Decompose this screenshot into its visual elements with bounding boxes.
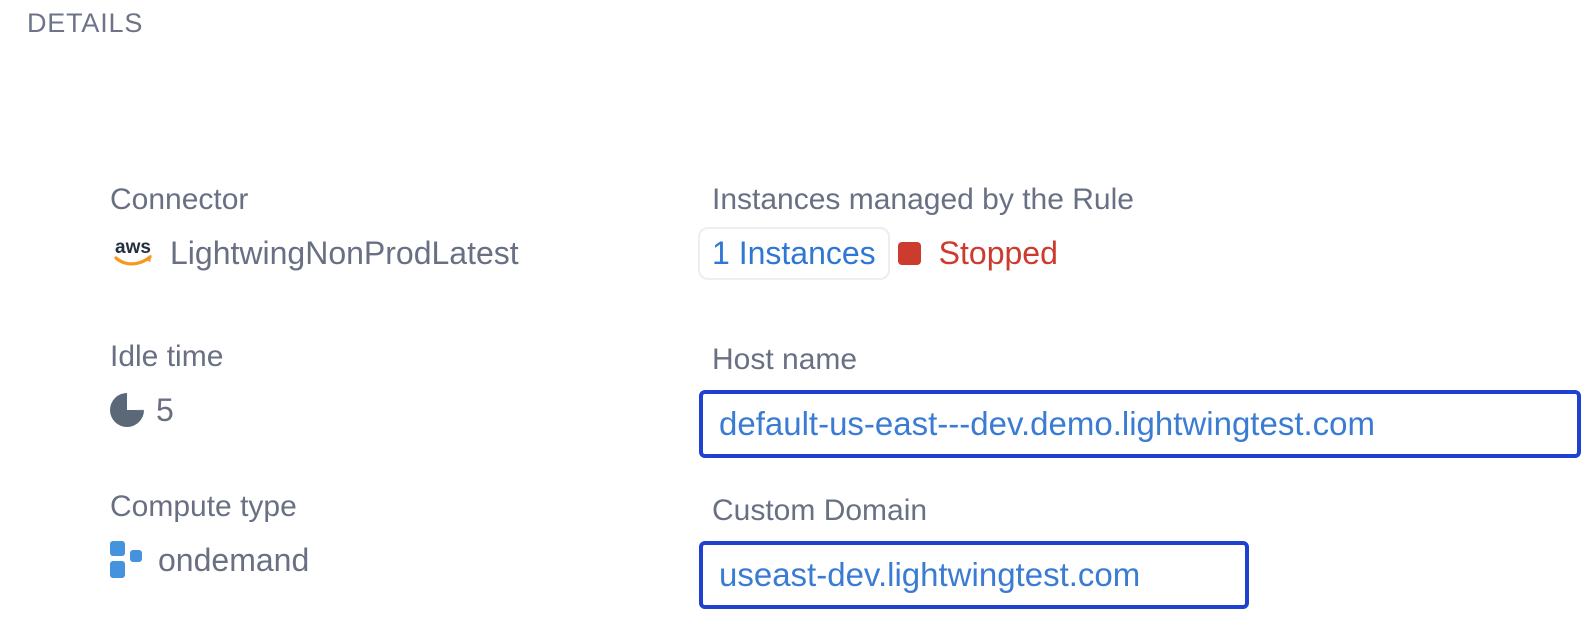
custom-domain-label: Custom Domain xyxy=(712,494,928,527)
idle-time-field: Idle time 5 xyxy=(110,340,223,430)
host-name-field: Host name default-us-east---dev.demo.lig… xyxy=(699,343,1581,458)
custom-domain-link[interactable]: useast-dev.lightwingtest.com xyxy=(699,541,1249,609)
section-title: DETAILS xyxy=(27,8,144,38)
instances-status: Stopped xyxy=(938,235,1058,271)
instances-field: Instances managed by the Rule 1 Instance… xyxy=(698,183,1134,280)
host-name-link[interactable]: default-us-east---dev.demo.lightwingtest… xyxy=(699,390,1581,458)
host-name-label: Host name xyxy=(712,343,858,376)
pie-chart-icon xyxy=(110,393,144,427)
instances-label: Instances managed by the Rule xyxy=(712,183,1134,216)
connector-value: LightwingNonProdLatest xyxy=(170,235,519,271)
instances-count-link[interactable]: 1 Instances xyxy=(698,227,890,280)
connector-label: Connector xyxy=(110,183,249,216)
compute-type-label: Compute type xyxy=(110,490,297,523)
aws-icon: aws xyxy=(110,235,158,271)
compute-type-field: Compute type ondemand xyxy=(110,490,309,580)
custom-domain-field: Custom Domain useast-dev.lightwingtest.c… xyxy=(699,494,1249,609)
compute-type-value: ondemand xyxy=(158,542,310,578)
compute-squares-icon xyxy=(110,540,146,580)
stopped-status-icon xyxy=(897,242,921,265)
connector-field: Connector aws LightwingNonProdLatest xyxy=(110,183,519,273)
idle-time-label: Idle time xyxy=(110,340,224,373)
svg-text:aws: aws xyxy=(115,237,151,258)
idle-time-value: 5 xyxy=(156,392,174,428)
